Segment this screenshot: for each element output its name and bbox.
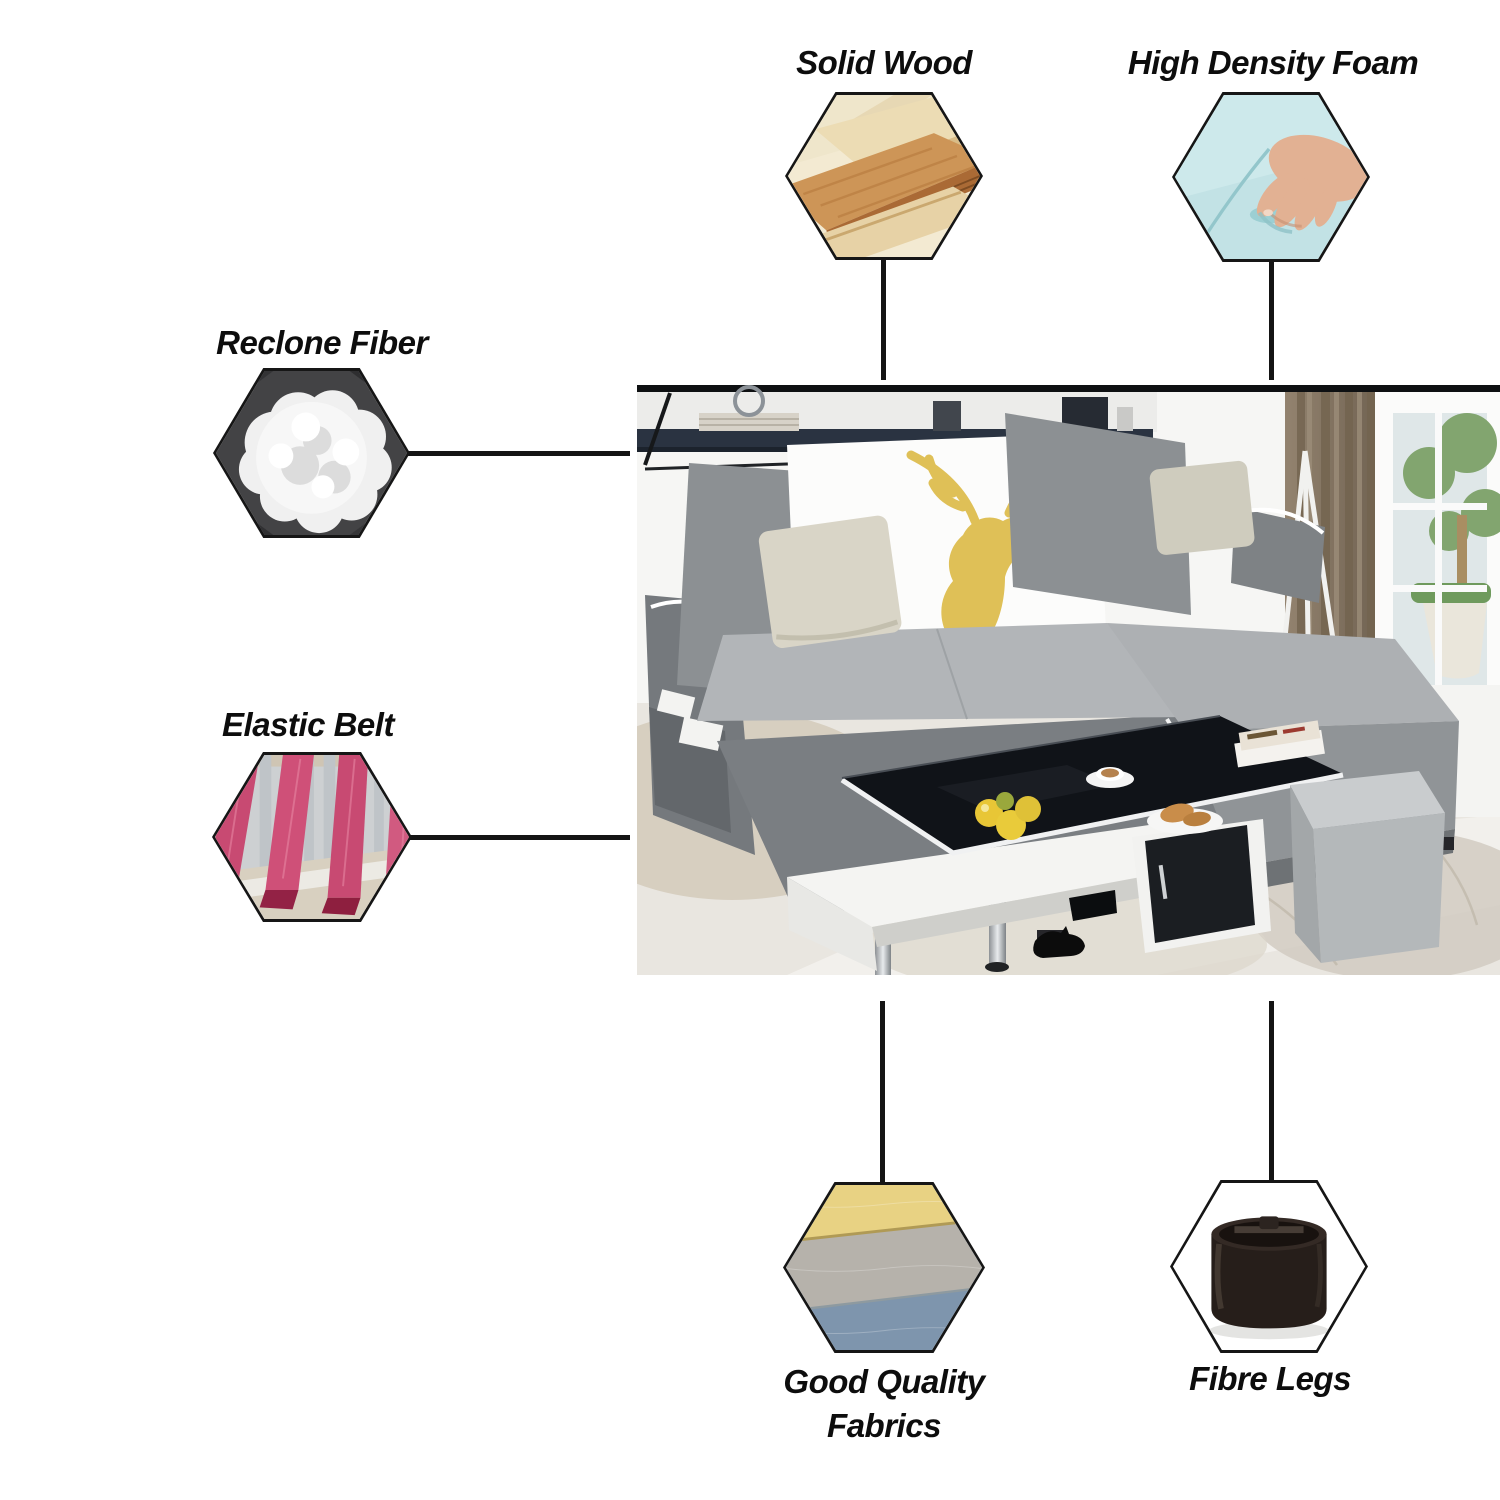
sofa-leg-icon: [1173, 1183, 1365, 1350]
hexagon-fibre-legs: [1170, 1180, 1368, 1353]
throw-pillow-chaise: [1149, 460, 1255, 555]
elastic-straps-icon: [215, 755, 409, 919]
connector-fibre-legs: [1269, 1001, 1274, 1180]
pouf: [1290, 771, 1445, 963]
connector-solid-wood: [881, 258, 886, 380]
feature-label-fibre-legs: Fibre Legs: [1189, 1360, 1351, 1397]
feature-label-solid-wood: Solid Wood: [796, 44, 972, 81]
connector-good-quality-fabrics: [880, 1001, 885, 1182]
fabric-swatches-icon: [786, 1185, 982, 1350]
product-photo: [637, 385, 1500, 975]
throw-pillow-left: [758, 515, 902, 649]
bird-silhouette: [1033, 926, 1085, 958]
hexagon-good-quality-fabrics: [783, 1182, 985, 1353]
feature-label-good-quality-fabrics: Good Quality Fabrics: [783, 1363, 985, 1444]
connector-elastic-belt: [408, 835, 630, 840]
feature-label-elastic-belt: Elastic Belt: [222, 706, 394, 743]
connector-high-density-foam: [1269, 260, 1274, 380]
feature-label-high-density-foam: High Density Foam: [1127, 44, 1419, 81]
fiber-ball-icon: [216, 371, 407, 535]
hexagon-solid-wood: [785, 92, 983, 260]
hexagon-high-density-foam: [1172, 92, 1370, 262]
hexagon-elastic-belt: [212, 752, 412, 922]
table-items: [975, 720, 1325, 840]
wood-planks-icon: [788, 95, 980, 257]
coffee-table: [787, 715, 1344, 975]
hexagon-reclone-fiber: [213, 368, 410, 538]
feature-label-reclone-fiber: Reclone Fiber: [216, 324, 428, 361]
hand-pressing-foam-icon: [1175, 95, 1367, 259]
connector-reclone-fiber: [406, 451, 630, 456]
cabinet-door: [1145, 825, 1255, 943]
